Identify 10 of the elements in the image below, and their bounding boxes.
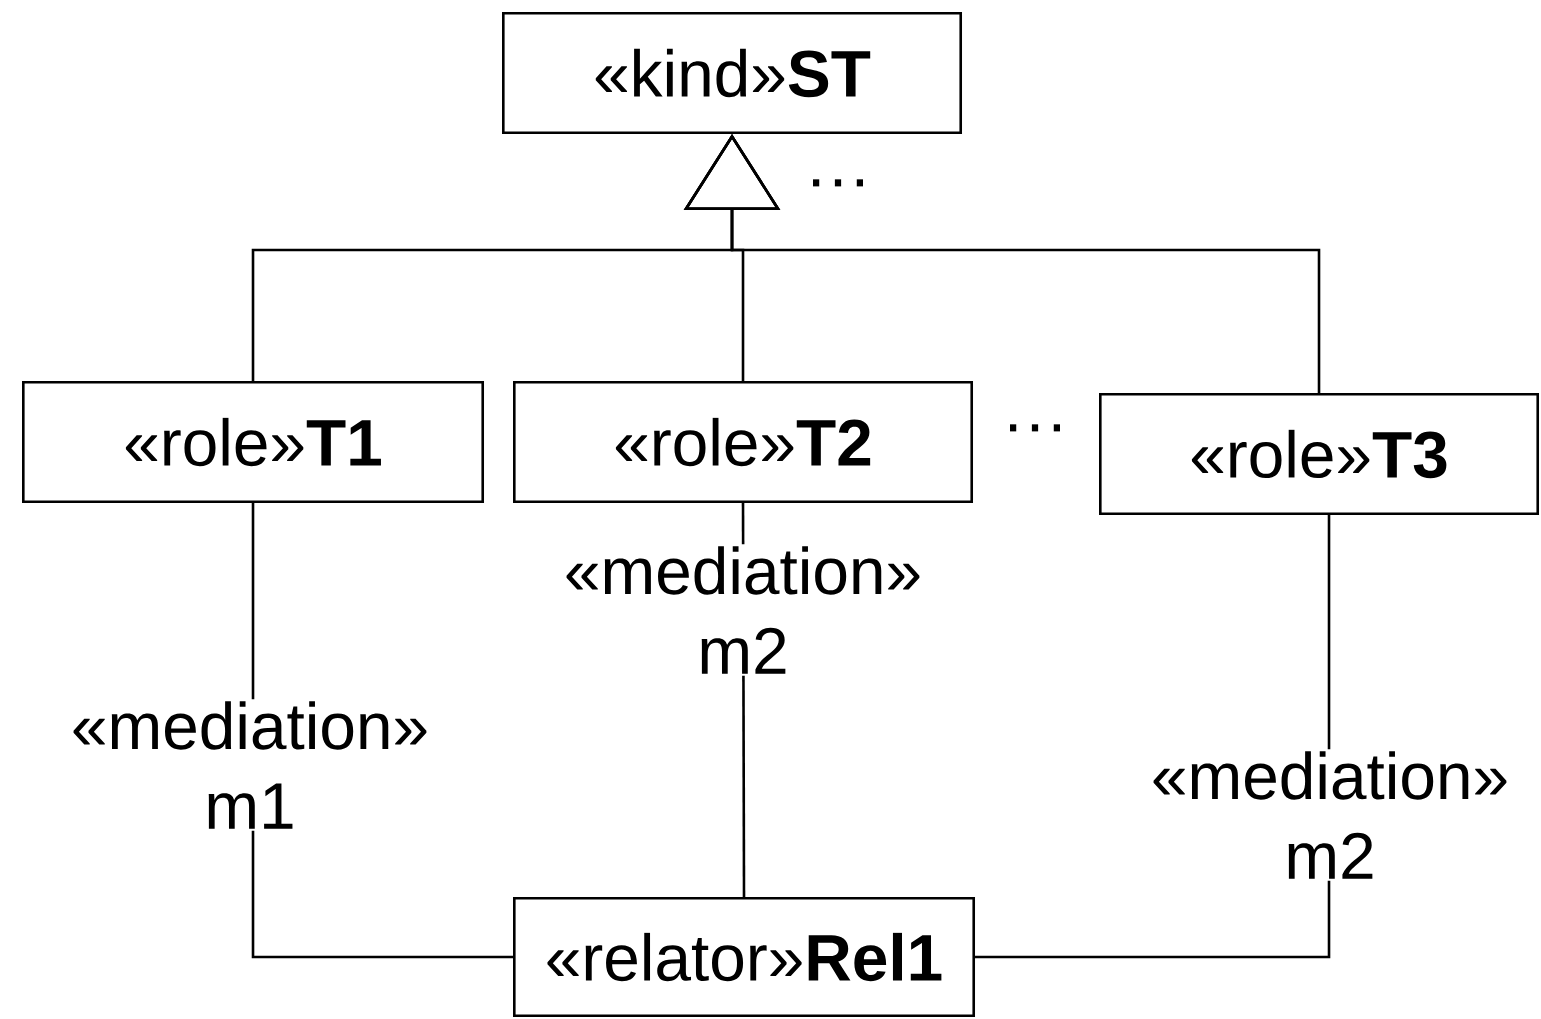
class-box: «role»T3 [1099,393,1539,515]
ellipsis-text: ··· [1010,424,1060,432]
class-box: «role»T1 [22,381,485,503]
class-box: «kind»ST [502,12,962,134]
ellipsis-text: ··· [813,179,863,187]
edge-label: «mediation» m2 [1138,749,1522,881]
edge-label: «mediation» m2 [551,544,935,676]
class-box: «role»T2 [513,381,973,503]
edge-label: «mediation» m1 [58,699,442,831]
class-box: «relator»Rel1 [513,897,975,1017]
